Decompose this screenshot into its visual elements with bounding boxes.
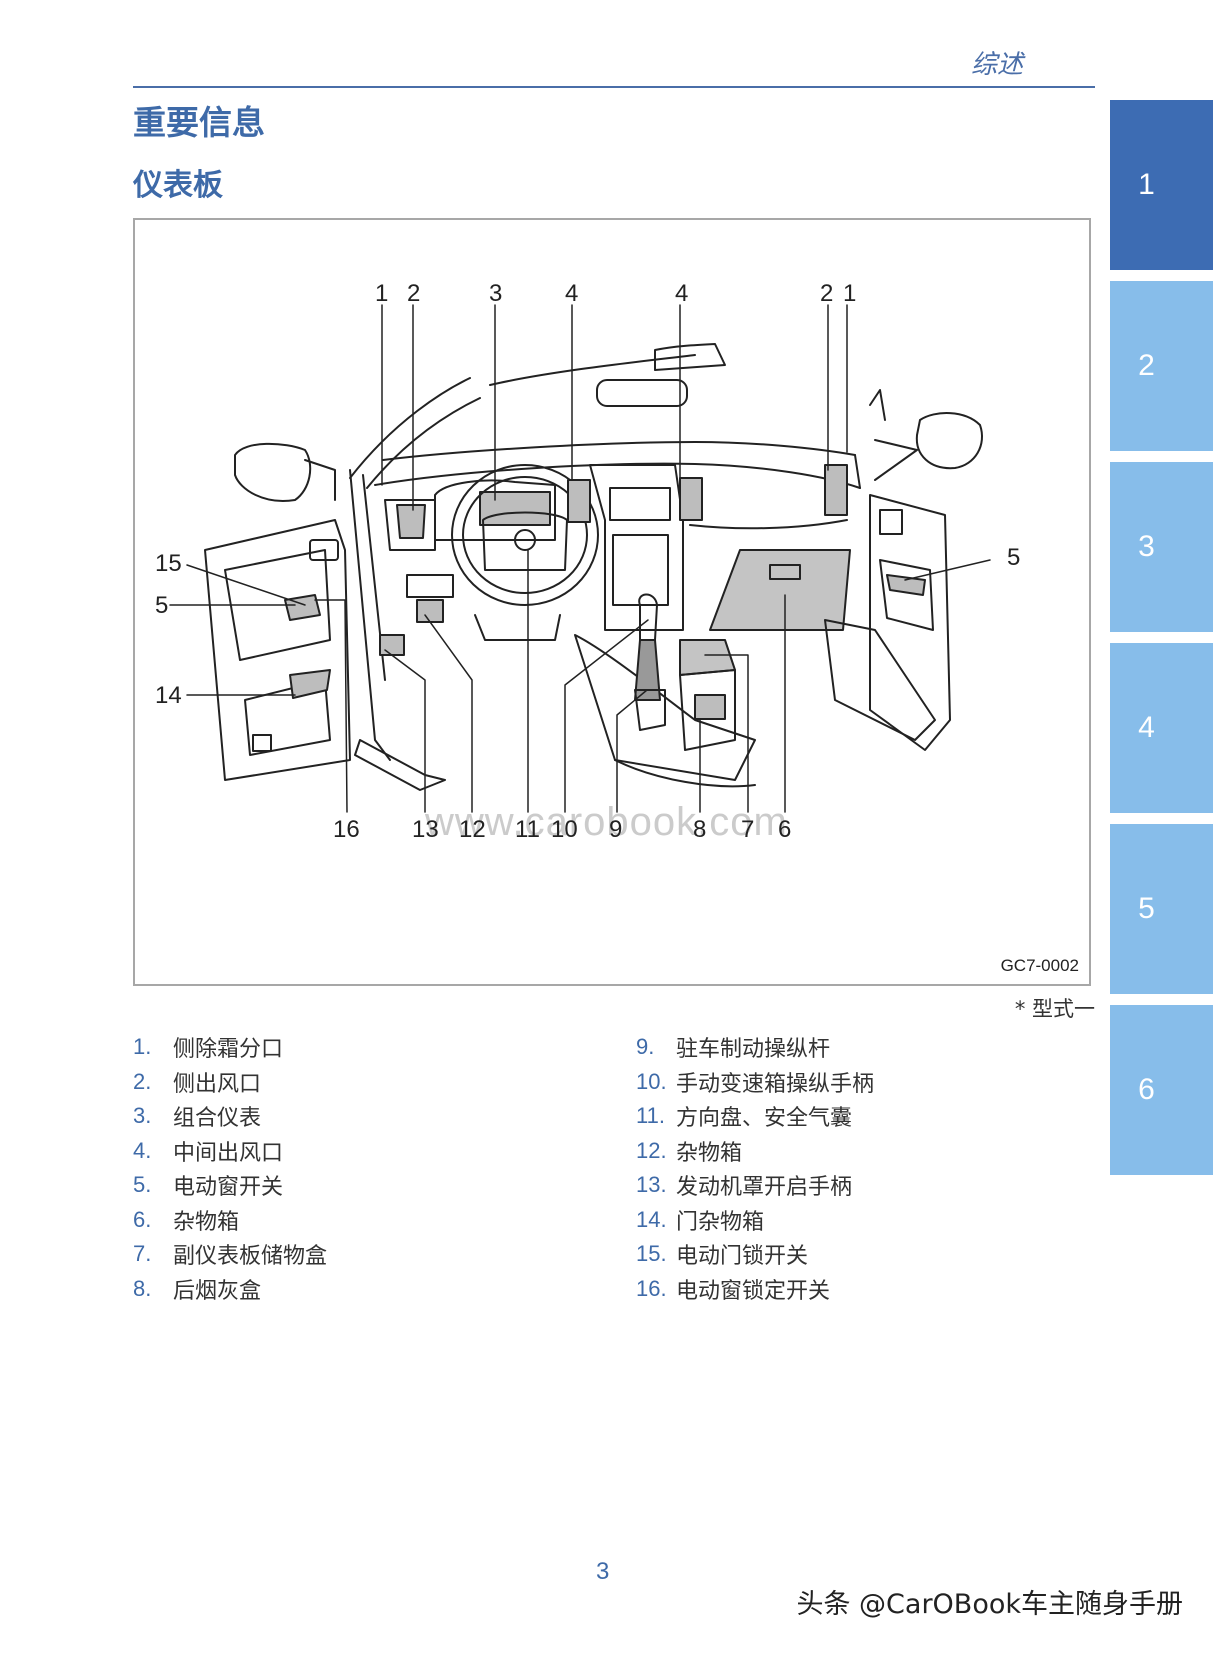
legend-text: 组合仪表 (173, 1106, 262, 1132)
legend-text: 电动窗锁定开关 (676, 1278, 831, 1304)
callout-label: 5 (1007, 544, 1021, 571)
legend-text: 驻车制动操纵杆 (676, 1037, 831, 1063)
chapter-tab-5[interactable]: 5 (1110, 824, 1213, 994)
legend-right: 9. 驻车制动操纵杆 10. 手动变速箱操纵手柄 11. 方向盘、安全气囊 12. 杂物… (636, 1030, 874, 1306)
legend-number: 1. (133, 1034, 152, 1060)
chapter-tab-3[interactable]: 3 (1110, 462, 1213, 632)
legend-text: 方向盘、安全气囊 (676, 1106, 853, 1132)
section-heading: 仪表板 (133, 168, 223, 203)
chapter-title: 综述 (970, 50, 1023, 80)
legend-number: 9. (636, 1034, 655, 1060)
figure-code: GC7-0002 (1000, 956, 1079, 975)
callout-label: 12 (459, 816, 486, 843)
legend-left: 1. 侧除霜分口 2. 侧出风口 3. 组合仪表 4. 中间出风口 5. 电动窗开关 6.… (133, 1030, 327, 1306)
callout-label: 2 (820, 280, 834, 307)
header-rule (133, 86, 1095, 88)
legend-item: 11. 方向盘、安全气囊 (636, 1099, 874, 1134)
callout-label: 11 (515, 816, 540, 843)
callout-label: 4 (675, 280, 689, 307)
legend-number: 13. (636, 1172, 667, 1198)
legend-number: 10. (636, 1068, 667, 1094)
legend-number: 7. (133, 1241, 152, 1267)
callout-label: 9 (609, 816, 623, 843)
legend-item: 8. 后烟灰盒 (133, 1272, 327, 1307)
legend-text: 中间出风口 (173, 1140, 284, 1166)
callout-label: 6 (778, 816, 792, 843)
legend-item: 14. 门杂物箱 (636, 1203, 874, 1238)
page-heading: 重要信息 (133, 103, 265, 142)
chapter-tab-2[interactable]: 2 (1110, 281, 1213, 451)
legend-text: 电动窗开关 (173, 1175, 284, 1201)
legend-number: 12. (636, 1137, 667, 1163)
legend-number: 14. (636, 1206, 667, 1232)
chapter-tab-4[interactable]: 4 (1110, 643, 1213, 813)
legend-number: 16. (636, 1275, 667, 1301)
callout-label: 2 (407, 280, 421, 307)
legend-item: 13. 发动机罩开启手柄 (636, 1168, 874, 1203)
legend-text: 后烟灰盒 (173, 1278, 262, 1304)
figure-note: * 型式一 (1014, 997, 1095, 1021)
legend-item: 9. 驻车制动操纵杆 (636, 1030, 874, 1065)
legend-text: 副仪表板储物盒 (173, 1244, 328, 1270)
legend-item: 15. 电动门锁开关 (636, 1237, 874, 1272)
callout-label: 7 (741, 816, 755, 843)
legend-item: 1. 侧除霜分口 (133, 1030, 327, 1065)
legend-item: 3. 组合仪表 (133, 1099, 327, 1134)
dashboard-illustration (169, 304, 991, 813)
callout-label: 16 (333, 816, 360, 843)
legend-text: 杂物箱 (676, 1140, 743, 1166)
callout-label: 4 (565, 280, 579, 307)
chapter-tab-6[interactable]: 6 (1110, 1005, 1213, 1175)
legend-text: 杂物箱 (173, 1209, 240, 1235)
callout-label: 14 (155, 682, 182, 709)
legend-text: 侧除霜分口 (173, 1037, 284, 1063)
legend-item: 2. 侧出风口 (133, 1065, 327, 1100)
chapter-tab-1[interactable]: 1 (1110, 100, 1213, 270)
callout-label: 1 (375, 280, 389, 307)
legend-number: 2. (133, 1068, 152, 1094)
legend-text: 电动门锁开关 (676, 1244, 809, 1270)
legend-item: 5. 电动窗开关 (133, 1168, 327, 1203)
callout-label: 13 (412, 816, 439, 843)
legend-number: 15. (636, 1241, 667, 1267)
legend-number: 8. (133, 1275, 152, 1301)
callout-label: 1 (843, 280, 857, 307)
legend-item: 12. 杂物箱 (636, 1134, 874, 1169)
callout-label: 5 (155, 592, 169, 619)
legend-item: 7. 副仪表板储物盒 (133, 1237, 327, 1272)
legend-text: 发动机罩开启手柄 (676, 1175, 853, 1201)
legend-number: 11. (636, 1103, 665, 1129)
legend-text: 门杂物箱 (676, 1209, 765, 1235)
legend-text: 手动变速箱操纵手柄 (676, 1071, 875, 1097)
legend-item: 4. 中间出风口 (133, 1134, 327, 1169)
legend-number: 3. (133, 1103, 152, 1129)
callout-label: 15 (155, 550, 182, 577)
legend-item: 16. 电动窗锁定开关 (636, 1272, 874, 1307)
legend-item: 10. 手动变速箱操纵手柄 (636, 1065, 874, 1100)
page-number: 3 (596, 1558, 610, 1585)
callout-label: 8 (693, 816, 707, 843)
legend-number: 5. (133, 1172, 152, 1198)
source-credit: 头条 @CarOBook车主随身手册 (796, 1589, 1183, 1620)
legend-text: 侧出风口 (173, 1071, 262, 1097)
dashboard-figure: www.carobook.com 1 2 3 4 4 2 1 15 5 14 5… (133, 218, 1091, 986)
legend-number: 4. (133, 1137, 152, 1163)
watermark: www.carobook.com (425, 800, 788, 844)
callout-label: 3 (489, 280, 503, 307)
callout-label: 10 (551, 816, 578, 843)
legend-number: 6. (133, 1206, 152, 1232)
legend-item: 6. 杂物箱 (133, 1203, 327, 1238)
